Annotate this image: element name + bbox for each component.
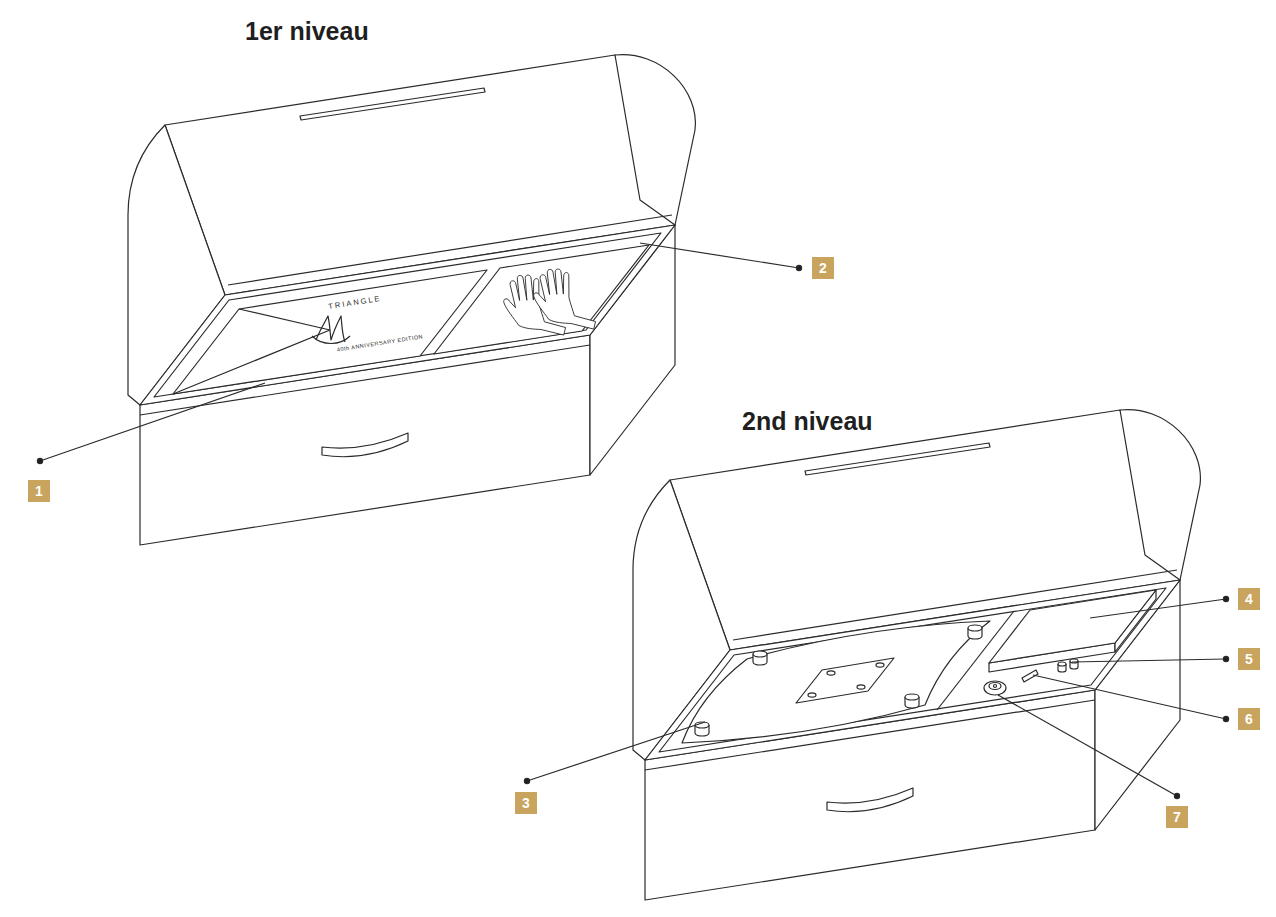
small-parts — [1058, 662, 1066, 666]
glove-tray — [530, 264, 596, 337]
callout-number: 6 — [1238, 708, 1260, 730]
callout-text: 7 — [1173, 810, 1181, 824]
speaker-plinth — [753, 651, 767, 657]
callout-number: 3 — [515, 792, 537, 814]
book — [173, 309, 330, 394]
leader-line — [1223, 716, 1228, 721]
callout-text: 2 — [819, 261, 827, 275]
book — [173, 270, 487, 394]
leader-line — [37, 458, 42, 463]
callout-number: 5 — [1238, 648, 1260, 670]
small-parts — [984, 659, 1078, 695]
box-lid — [1120, 410, 1200, 580]
leader-line — [640, 243, 799, 268]
small-parts — [994, 685, 997, 688]
box-lid — [300, 88, 485, 120]
box-base — [659, 588, 1166, 752]
leader-line — [1174, 793, 1179, 798]
leader-line — [527, 722, 705, 781]
accessory-box — [989, 590, 1156, 672]
leader-line — [1223, 596, 1228, 601]
box-base — [645, 580, 1180, 900]
box-base — [827, 788, 913, 812]
box-base — [322, 433, 408, 457]
speaker-plinth — [827, 671, 835, 675]
speaker-plinth — [682, 621, 990, 743]
speaker-plinth — [857, 685, 865, 689]
book — [173, 270, 487, 394]
box-base — [154, 233, 661, 397]
box-base — [140, 225, 675, 545]
callout-text: 4 — [1245, 592, 1253, 606]
small-parts — [989, 683, 1001, 690]
callout-number: 4 — [1238, 588, 1260, 610]
box-lid — [615, 55, 695, 225]
callout-text: 5 — [1245, 652, 1253, 666]
small-parts — [984, 681, 1006, 695]
box-base — [140, 225, 675, 405]
speaker-plinth — [905, 694, 919, 700]
leader-line — [1033, 675, 1226, 719]
leader-line — [1223, 656, 1228, 661]
speaker-plinth — [968, 625, 982, 631]
leader-line — [524, 778, 529, 783]
speaker-plinth — [796, 658, 894, 703]
callout-text: 6 — [1245, 712, 1253, 726]
leader-line — [37, 243, 1228, 799]
level-heading: 1er niveau — [245, 18, 369, 46]
leader-line — [998, 695, 1177, 796]
box-base — [645, 580, 1180, 760]
glove-tray — [434, 245, 649, 354]
book — [312, 316, 350, 344]
box-lid — [805, 443, 990, 475]
callout-number: 1 — [28, 480, 50, 502]
callout-text: 1 — [35, 484, 43, 498]
callout-number: 7 — [1166, 806, 1188, 828]
speaker-plinth — [682, 621, 990, 743]
leader-line — [40, 383, 265, 461]
leader-line — [1090, 599, 1226, 618]
speaker-plinth — [808, 693, 816, 697]
leader-line — [1072, 659, 1226, 662]
glove-tray — [434, 245, 649, 354]
speaker-plinth — [876, 663, 884, 667]
accessory-box — [989, 590, 1156, 663]
callout-number: 2 — [812, 257, 834, 279]
callout-text: 3 — [522, 796, 530, 810]
leader-line — [796, 265, 801, 270]
level-heading: 2nd niveau — [742, 408, 873, 436]
